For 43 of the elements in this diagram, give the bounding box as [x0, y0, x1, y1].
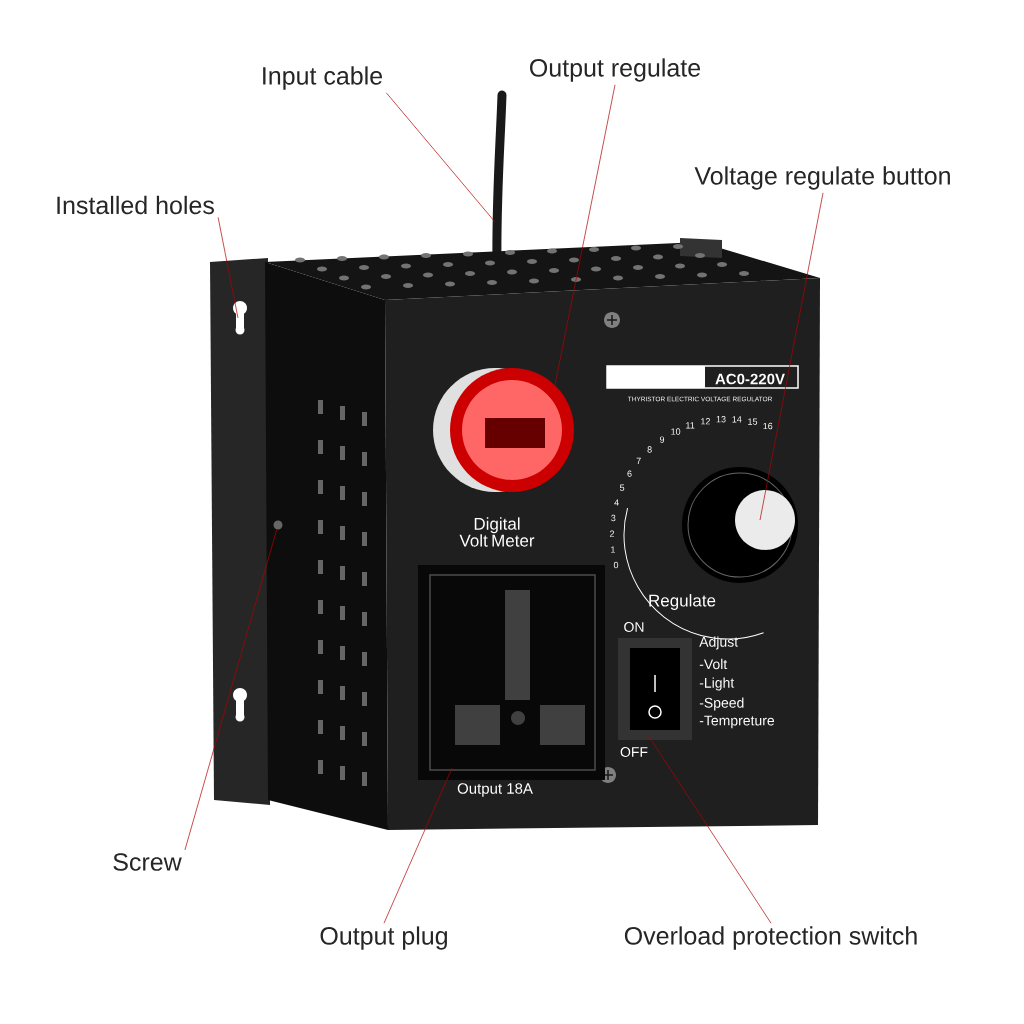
dial-number: 6: [627, 470, 632, 477]
leader-line: [647, 734, 772, 924]
dial-number: 8: [647, 446, 652, 453]
device-label: -Tempreture: [699, 715, 775, 729]
leader-line: [217, 217, 239, 319]
leader-line: [386, 92, 496, 223]
device-label: Output 18A: [457, 783, 533, 797]
dial-number: 13: [716, 416, 726, 423]
device-label: Regulate: [649, 594, 716, 610]
dial-number: 11: [686, 422, 695, 429]
device-label: Adjust: [699, 636, 738, 650]
dial-number: 16: [763, 422, 773, 430]
dial-number: 3: [611, 514, 616, 522]
dial-number: 9: [659, 436, 665, 443]
device-label: Digital Volt Meter: [459, 517, 535, 547]
device-label: -Light: [699, 677, 735, 691]
dial-number: 5: [619, 484, 625, 491]
callout-label: Overload protection switch: [624, 926, 917, 950]
callout-label: Voltage regulate button: [694, 166, 950, 190]
dial-number: 1: [611, 546, 615, 553]
device-label: -Speed: [699, 697, 744, 711]
dial-number: 10: [671, 428, 681, 435]
device-label: -Volt: [699, 658, 728, 670]
device-label: ON: [624, 622, 644, 632]
device-label: AC0-220V: [715, 373, 785, 385]
leader-line: [383, 767, 453, 924]
screw: [273, 520, 283, 530]
callout-label: Input cable: [263, 66, 382, 90]
dial-number: 0: [613, 561, 619, 569]
leader-line: [184, 529, 278, 851]
callout-label: Output plug: [320, 926, 447, 950]
callout-label: Output regulate: [530, 58, 701, 82]
leader-line: [554, 84, 616, 386]
dial-number: 4: [614, 499, 619, 506]
callout-label: Installed holes: [57, 195, 214, 215]
dial-number: 14: [732, 416, 742, 423]
dial-number: 12: [701, 418, 710, 425]
callout-label: Screw: [113, 853, 182, 871]
dial-number: 15: [748, 418, 758, 425]
leader-line: [759, 192, 824, 521]
dial-number: 7: [636, 457, 641, 464]
dial-number: 2: [609, 530, 615, 537]
device-label: OFF: [620, 747, 648, 757]
